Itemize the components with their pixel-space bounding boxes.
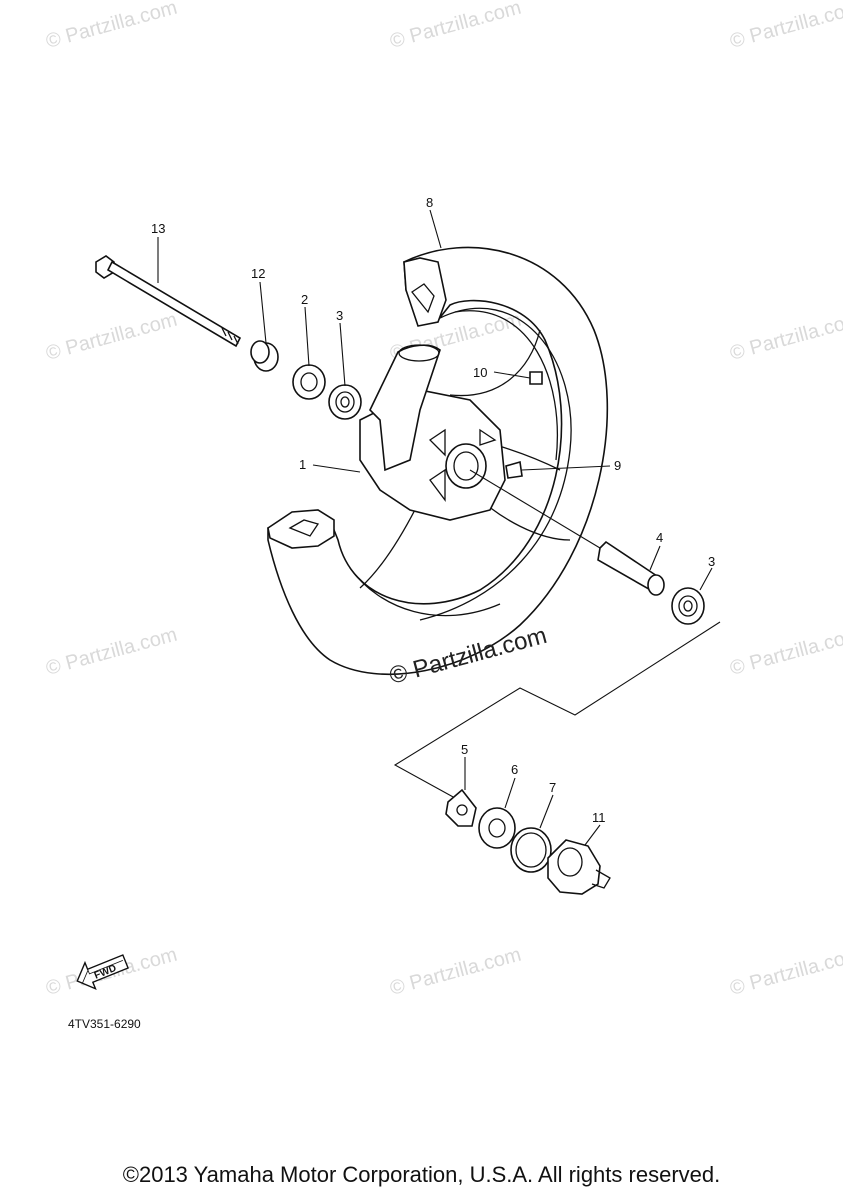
watermark: © Partzilla.com [44,624,180,680]
callout-label[interactable]: 3 [708,554,715,569]
collar-part[interactable] [250,340,279,372]
watermark: © Partzilla.com [388,0,524,53]
callout-labels: 1 2 3 3 4 5 6 7 8 9 10 11 12 13 [151,195,715,825]
oil-seal-part[interactable] [478,807,516,849]
oil-seal-part[interactable] [292,364,326,400]
watermark: © Partzilla.com [728,0,843,53]
watermark: © Partzilla.com [728,309,843,365]
callout-label[interactable]: 2 [301,292,308,307]
axle-centerline [469,469,601,549]
clutch-part[interactable] [445,788,477,827]
watermark: © Partzilla.com [44,0,180,53]
gear-unit-part[interactable] [547,839,611,895]
bearing-part[interactable] [328,384,362,420]
callout-label[interactable]: 12 [251,266,265,281]
callout-label[interactable]: 13 [151,221,165,236]
watermark: © Partzilla.com [44,309,180,365]
copyright-notice: ©2013 Yamaha Motor Corporation, U.S.A. A… [122,1162,721,1187]
callout-label[interactable]: 8 [426,195,433,210]
wheel-assembly[interactable] [267,246,609,676]
diagram-code: 4TV351-6290 [68,1017,141,1031]
o-ring-part[interactable] [510,827,552,873]
group-connector-line [393,621,721,799]
bearing-part[interactable] [671,587,705,625]
callout-label[interactable]: 6 [511,762,518,777]
callout-label[interactable]: 7 [549,780,556,795]
callout-label[interactable]: 9 [614,458,621,473]
axle-bolt-part[interactable] [95,255,242,348]
callout-label[interactable]: 4 [656,530,663,545]
callout-label[interactable]: 3 [336,308,343,323]
callout-label[interactable]: 10 [473,365,487,380]
watermark: © Partzilla.com [728,624,843,680]
leader-lines [157,209,713,846]
callout-label[interactable]: 1 [299,457,306,472]
watermark: © Partzilla.com [728,944,843,1000]
watermark: © Partzilla.com [388,944,524,1000]
spacer-part[interactable] [597,540,665,596]
callout-label[interactable]: 11 [592,810,606,825]
callout-label[interactable]: 5 [461,742,468,757]
